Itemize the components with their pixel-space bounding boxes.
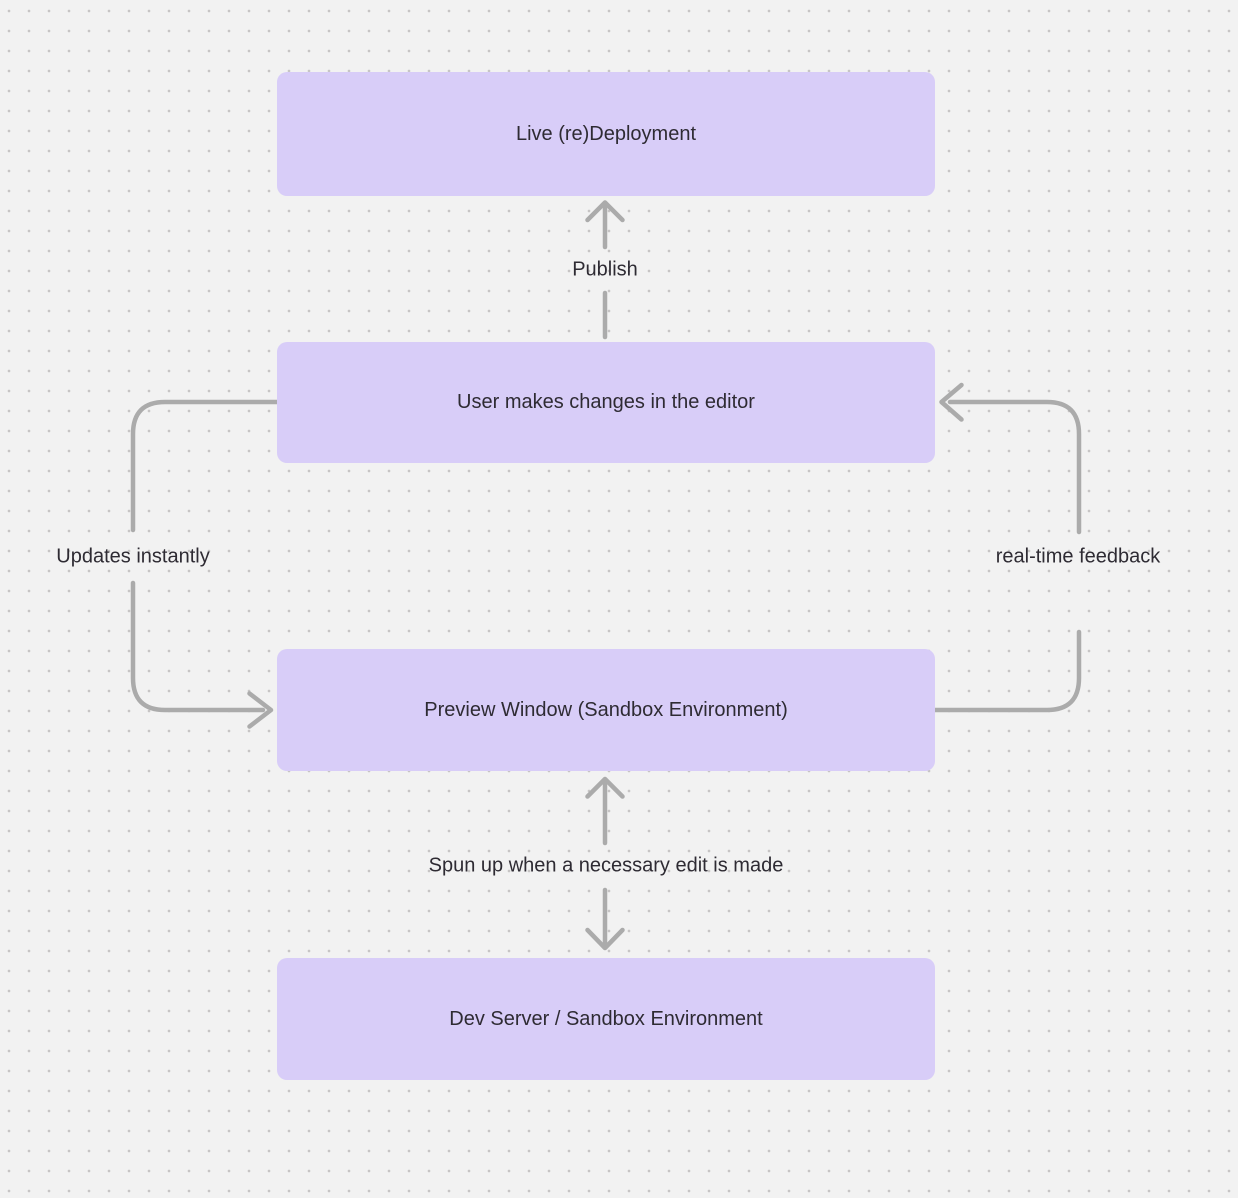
node-preview-window-label: Preview Window (Sandbox Environment) [424,698,788,721]
edge-label-spun-up: Spun up when a necessary edit is made [428,854,784,877]
edge-realtime-feedback-arrow[interactable] [932,382,1082,713]
arrowhead-right-icon [247,691,274,729]
edge-updates-instantly-arrow[interactable] [130,399,280,729]
node-user-edits[interactable]: User makes changes in the editor [277,342,935,463]
edge-label-updates-instantly: Updates instantly [56,545,210,568]
node-live-redeployment[interactable]: Live (re)Deployment [277,72,935,196]
node-dev-server[interactable]: Dev Server / Sandbox Environment [277,958,935,1080]
edge-spun-up-arrow[interactable] [585,776,625,951]
arrowhead-up-icon [585,200,625,223]
edge-label-publish: Publish [572,258,638,281]
node-user-edits-label: User makes changes in the editor [457,391,755,413]
node-dev-server-label: Dev Server / Sandbox Environment [449,1007,763,1030]
edge-label-realtime-feedback: real-time feedback [995,545,1161,568]
arrowhead-up-icon [585,776,625,799]
node-live-redeployment-label: Live (re)Deployment [515,122,697,145]
edge-publish-arrow[interactable] [585,200,625,340]
node-preview-window[interactable]: Preview Window (Sandbox Environment) [277,649,935,771]
arrowhead-left-icon [939,382,964,422]
arrowhead-down-icon [585,927,625,951]
